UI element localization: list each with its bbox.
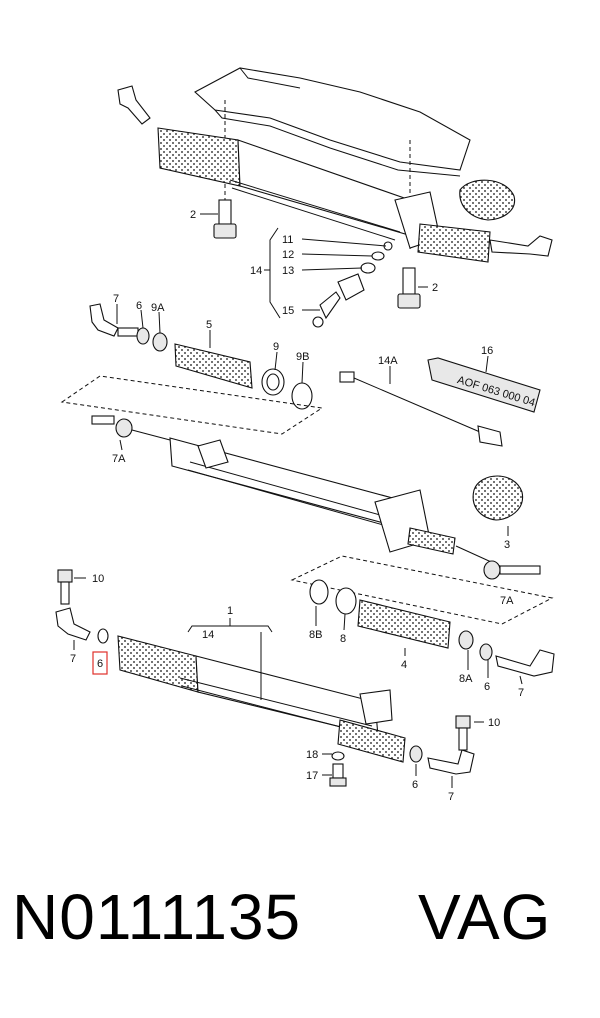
part-12 (371, 251, 385, 261)
boot-bottom-right (337, 719, 406, 763)
label-7A-mid: 7A (112, 453, 126, 465)
nut-6-right (479, 643, 493, 661)
label-9B: 9B (296, 351, 309, 363)
ring-9B (291, 382, 313, 410)
tie-rod-end-7-mid (89, 303, 119, 337)
label-2-left: 2 (190, 209, 196, 221)
label-15: 15 (282, 305, 294, 317)
bracket-bottom (359, 689, 393, 725)
label-7-right: 7 (518, 687, 524, 699)
label-17: 17 (306, 770, 318, 782)
bolt-10-left (57, 569, 73, 605)
boot-top-right (417, 223, 491, 263)
steering-rack-exploded-diagram: AOF 063 000 04 (55, 67, 555, 803)
highlight-box-6 (92, 651, 108, 675)
tie-rod-end-top-right (489, 235, 553, 257)
inner-tie-rod-7A-low (483, 560, 541, 580)
bottom-assembly (55, 569, 475, 787)
subframe-bracket (194, 67, 471, 171)
grease-tube-16: AOF 063 000 04 (427, 357, 541, 413)
boot-4 (357, 599, 451, 649)
bracket-mid (197, 439, 229, 469)
ring-8B (309, 579, 329, 605)
bolt-2-left (213, 199, 237, 239)
lower-right-parts (290, 555, 555, 677)
label-16: 16 (481, 345, 493, 357)
tie-rod-end-top-left (117, 85, 151, 125)
part-number: N0111135 (12, 881, 302, 953)
bolt-10-right (455, 715, 471, 751)
rubber-cover-3 (472, 475, 524, 521)
washer-18 (331, 751, 345, 761)
rubber-cover-top (459, 179, 516, 221)
label-2-right: 2 (432, 282, 438, 294)
nut-9A-mid (152, 332, 168, 352)
label-8: 8 (340, 633, 346, 645)
label-6-right: 6 (484, 681, 490, 693)
tie-rod-end-7-bottom (427, 749, 475, 775)
boot-top-left (157, 127, 241, 187)
bolt-2-right (397, 267, 421, 309)
label-5: 5 (206, 319, 212, 331)
threaded-rack-mid (407, 527, 456, 555)
label-4: 4 (401, 659, 407, 671)
tie-rod-end-7-right (495, 649, 555, 677)
label-3: 3 (504, 539, 510, 551)
label-10-right: 10 (488, 717, 500, 729)
label-8B: 8B (309, 629, 322, 641)
middle-parts: AOF 063 000 04 (60, 303, 541, 447)
nut-6-bottom-right (409, 745, 423, 763)
label-10-left: 10 (92, 573, 104, 585)
sensor-lead-14A (339, 371, 503, 447)
label-6-mid: 6 (136, 300, 142, 312)
brand-name: VAG (418, 881, 552, 953)
label-14-top: 14 (250, 265, 262, 277)
callout-labels: 2 11 12 13 14 15 2 7 6 9A 5 9 9B 14A 16 … (70, 209, 524, 803)
boot-bottom (117, 635, 199, 693)
label-13: 13 (282, 265, 294, 277)
label-7-bottom: 7 (448, 791, 454, 803)
label-18: 18 (306, 749, 318, 761)
clamp-8 (335, 587, 357, 615)
lower-middle-assembly (169, 437, 531, 575)
sensor-15 (319, 273, 365, 320)
label-14-bottom: 14 (202, 629, 214, 641)
leader-lines (73, 213, 523, 788)
inner-tie-rod-7A-mid (91, 415, 171, 441)
tie-rod-end-7-left (55, 607, 91, 641)
washer-6-left (97, 628, 109, 644)
top-assembly (117, 67, 553, 328)
label-7A-low: 7A (500, 595, 514, 607)
label-9A-mid: 9A (151, 302, 165, 314)
nut-6-mid (136, 327, 150, 345)
label-8A: 8A (459, 673, 473, 685)
label-1: 1 (227, 605, 233, 617)
label-12: 12 (282, 249, 294, 261)
part-13 (360, 262, 376, 274)
label-6-highlight: 6 (97, 658, 103, 670)
nut-8A (458, 630, 474, 650)
label-7-left: 7 (70, 653, 76, 665)
bolt-17 (329, 763, 347, 787)
boot-5 (174, 343, 253, 389)
footer: N0111135 VAG (0, 880, 600, 990)
label-9: 9 (273, 341, 279, 353)
label-11: 11 (282, 234, 293, 246)
label-7-mid: 7 (113, 293, 119, 305)
label-14A: 14A (378, 355, 398, 367)
label-6-bottom: 6 (412, 779, 418, 791)
